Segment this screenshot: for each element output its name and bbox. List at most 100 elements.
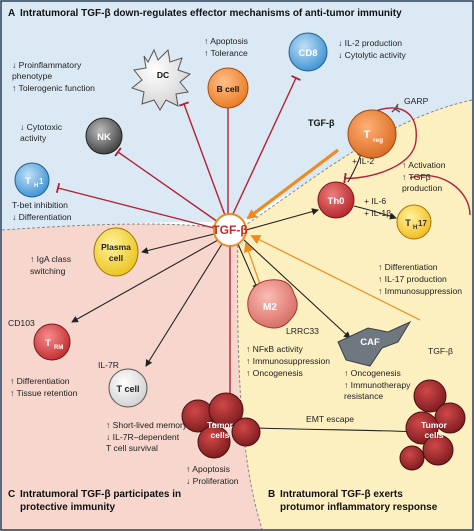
tumor-left-label-1: Tumor xyxy=(207,420,234,430)
tumor-to-center-arrow xyxy=(250,235,421,321)
th1-body xyxy=(14,162,50,198)
tgfb-center: TGF-β xyxy=(212,213,248,247)
tgfb-orange-arrows xyxy=(243,148,421,321)
tgfb-center-label: TGF-β xyxy=(212,223,247,237)
th17-effect-1: ↑ Differentiation xyxy=(378,262,438,272)
cd8-body xyxy=(288,32,328,72)
arrow-trm xyxy=(71,239,219,323)
arrow-emt-escape xyxy=(255,427,419,436)
th17-body xyxy=(396,204,432,240)
caf-effect-1: ↑ Oncogenesis xyxy=(344,368,401,378)
tcell-effect-3: T cell survival xyxy=(106,443,158,453)
plasma-label-1: Plasma xyxy=(101,242,131,252)
m2-effect-2: ↑ Immunosuppression xyxy=(246,356,330,366)
panel-a-background xyxy=(2,2,472,230)
inhibit-th1 xyxy=(55,182,215,229)
th0-label: Th0 xyxy=(328,196,345,207)
m2-body xyxy=(247,279,298,329)
tumor-right-4 xyxy=(422,434,454,466)
panel-b-letter: B xyxy=(268,489,275,500)
treg-effect-2: ↑ TGFβ xyxy=(402,172,431,182)
arrow-caf xyxy=(243,239,351,339)
tumor-cells-right: Tumor cells xyxy=(399,379,466,471)
trm-effect-2: ↑ Tissue retention xyxy=(10,388,78,398)
cd103-label: CD103 xyxy=(8,318,35,328)
treg-cell: T reg xyxy=(347,103,401,159)
th1-sub2-label: 1 xyxy=(39,177,44,186)
tumor-right-5 xyxy=(399,445,425,471)
arrow-plasma xyxy=(141,233,215,254)
plasma-body xyxy=(93,227,139,277)
inhibit-th17-loop xyxy=(409,174,471,216)
dc-effect-1: ↓ Proinflammatory xyxy=(12,60,82,70)
tgfb-center-badge xyxy=(213,213,247,247)
tumor-left-label-2: cells xyxy=(211,430,230,440)
tumor-effect-1: ↑ Apoptosis xyxy=(186,464,230,474)
dc-label: DC xyxy=(157,70,169,80)
caf-body xyxy=(337,320,412,367)
panel-a-title: Intratumoral TGF-β down-regulates effect… xyxy=(20,8,402,19)
arrow-m2 xyxy=(237,243,259,291)
tumor-left-2 xyxy=(208,392,244,428)
arrow-th0 xyxy=(245,208,319,231)
panel-divider-ac xyxy=(1,223,239,231)
caf-label: CAF xyxy=(360,337,380,348)
tumor-left-3 xyxy=(231,417,261,447)
treg-label: T xyxy=(364,129,371,141)
tcell-label: T cell xyxy=(116,384,139,394)
panel-divider-ab xyxy=(237,99,473,231)
treg-body xyxy=(347,109,397,159)
trm-effect-1: ↑ Differentiation xyxy=(10,376,70,386)
bcell-effect-1: ↑ Apoptosis xyxy=(204,36,248,46)
th1-effect-2: ↓ Differentiation xyxy=(12,212,72,222)
arrow-tcell xyxy=(145,243,223,367)
th1-cell: T H 1 xyxy=(14,162,50,198)
th1-label: T xyxy=(25,176,31,187)
treg-effect-3: production xyxy=(402,183,442,193)
garp-label: GARP xyxy=(404,96,429,106)
tumor-right-label-2: cells xyxy=(425,430,444,440)
th17-label: T xyxy=(405,218,411,229)
dc-cell-shape xyxy=(130,48,192,111)
bcell-body xyxy=(207,67,249,109)
plasma-cell: Plasma cell xyxy=(93,227,139,277)
bcell-label: B cell xyxy=(217,84,240,94)
tcell: T cell xyxy=(108,368,148,408)
caf-effect-2: ↑ Immunotherapy xyxy=(344,380,411,390)
th17-sub-label: H xyxy=(413,225,417,231)
treg-sub-label: reg xyxy=(373,137,383,144)
lrrc33-label: LRRC33 xyxy=(286,326,319,336)
treg-to-center-arrow xyxy=(246,148,339,220)
bcell-effect-2: ↑ Tolerance xyxy=(204,48,248,58)
inhibit-nk xyxy=(114,147,219,223)
th17-effect-2: ↑ IL-17 production xyxy=(378,274,447,284)
tumor-right-3 xyxy=(405,411,439,445)
dc-effect-3: ↑ Tolerogenic function xyxy=(12,83,95,93)
dc-effect-2: phenotype xyxy=(12,71,52,81)
m2-to-center-arrow xyxy=(243,242,263,291)
plasma-effect-1: ↑ IgA class xyxy=(30,254,71,264)
th17-sub2-label: 17 xyxy=(418,219,427,228)
panel-c-title-line2: protective immunity xyxy=(20,502,115,513)
garp-receptor xyxy=(391,103,401,113)
nk-effect-2: activity xyxy=(20,133,47,143)
il6-label: + IL-6 xyxy=(364,196,386,206)
trm-sub-label: RM xyxy=(54,345,63,351)
inhibit-cd8 xyxy=(231,74,301,217)
inhibition-lines xyxy=(55,74,471,399)
treg-tgfb-label: TGF-β xyxy=(308,118,335,128)
tumor-tgfb-label: TGF-β xyxy=(428,346,453,356)
tumor-left-4 xyxy=(197,425,231,459)
cd8-cell: CD8 xyxy=(288,32,328,72)
panel-a-letter: A xyxy=(8,8,15,19)
cd8-effect-2: ↓ Cytolytic activity xyxy=(338,50,407,60)
il2-label: + IL-2 xyxy=(352,156,374,166)
caf-effect-3: resistance xyxy=(344,391,383,401)
plasma-effect-2: switching xyxy=(30,266,66,276)
panel-c-title-line1: Intratumoral TGF-β participates in xyxy=(20,489,181,500)
dc-cell: DC xyxy=(130,48,192,111)
tumor-effect-2: ↓ Proliferation xyxy=(186,476,239,486)
m2-cell: M2 xyxy=(247,279,298,329)
th1-effect-1: T-bet inhibition xyxy=(12,200,68,210)
